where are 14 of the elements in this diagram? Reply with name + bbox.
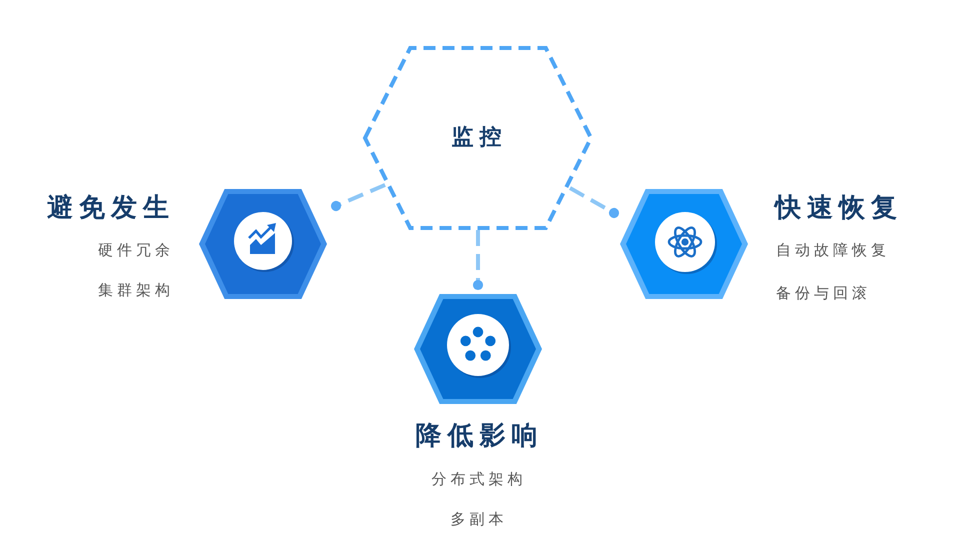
node-label: 监控 (450, 124, 508, 152)
hexagon (363, 46, 593, 230)
connector (330, 183, 386, 212)
heading: 避免发生 (46, 193, 175, 224)
body-text: 集群架构 (97, 281, 174, 299)
heading: 快速恢复 (772, 193, 903, 224)
body-text: 硬件冗余 (97, 241, 174, 259)
body-text: 自动故障恢复 (775, 241, 890, 259)
body-text: 备份与回滚 (775, 284, 871, 302)
body-text: 分布式架构 (430, 470, 526, 488)
connector (472, 230, 484, 290)
heading: 降低影响 (414, 421, 544, 452)
body-text: 多副本 (450, 510, 508, 528)
connector (569, 186, 620, 218)
